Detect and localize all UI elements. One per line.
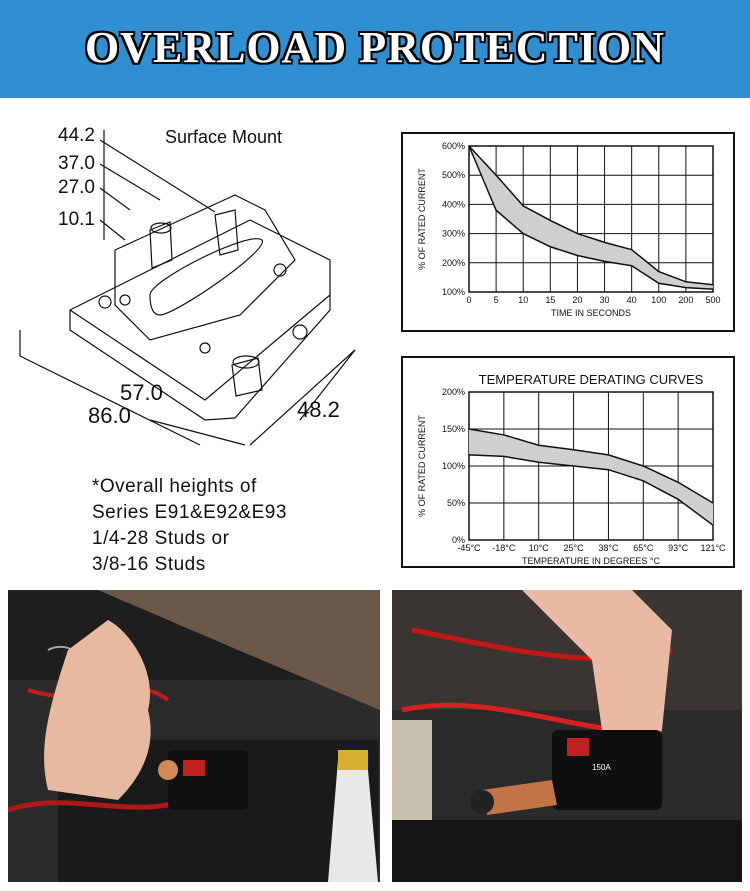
- x-tick-label: 100: [651, 295, 666, 305]
- dim-line: [19, 355, 201, 446]
- dim-line: [149, 419, 246, 446]
- note-line: 3/8-16 Studs: [92, 554, 206, 575]
- series-upper-line: [468, 145, 714, 286]
- derating-band: [469, 429, 713, 526]
- mount-hole: [119, 294, 131, 306]
- x-tick-label: 40: [627, 295, 637, 305]
- x-tick-label: 93°C: [668, 543, 689, 553]
- y-tick-label: 500%: [442, 170, 465, 180]
- mount-hole: [98, 295, 112, 309]
- right-photo-scene: 150A: [392, 590, 742, 882]
- dim-line: [299, 349, 356, 421]
- height-27-label: 27.0: [58, 177, 95, 198]
- ext-line: [99, 163, 161, 201]
- x-tick-label: 500: [705, 295, 720, 305]
- trip-curve-chart: 100% 200% 300% 400% 500% 600% 0 5 10 15 20 30 40 100 2…: [401, 132, 735, 332]
- dim-line: [249, 349, 356, 446]
- x-tick-label: 200: [678, 295, 693, 305]
- stud-bottom-cap: [232, 355, 260, 369]
- x-tick-label: -45°C: [457, 543, 481, 553]
- x-tick-label: 121°C: [700, 543, 726, 553]
- installation-photo-left: [8, 590, 380, 882]
- series-lower-line: [468, 145, 714, 290]
- x-tick-label: 10°C: [529, 543, 550, 553]
- y-tick-label: 300%: [442, 229, 465, 239]
- x-tick-label: 10: [518, 295, 528, 305]
- y-axis-label: % OF RATED CURRENT: [417, 415, 427, 517]
- title-banner: OVERLOAD PROTECTION: [0, 0, 750, 98]
- y-tick-label: 100%: [442, 287, 465, 297]
- x-tick-label: 0: [466, 295, 471, 305]
- x-axis-label: TEMPERATURE IN DEGREES °C: [522, 556, 660, 566]
- note-line: 1/4-28 Studs or: [92, 528, 230, 549]
- left-photo-scene: [8, 590, 380, 882]
- derating-svg: TEMPERATURE DERATING CURVES 0% 50% 100% 150%…: [417, 372, 726, 566]
- breaker-line-drawing: [19, 130, 356, 446]
- x-tick-label: 30: [600, 295, 610, 305]
- note-line: Series E91&E92&E93: [92, 502, 287, 523]
- ext-line: [99, 187, 131, 211]
- mount-hole: [199, 342, 211, 354]
- mount-hole: [273, 263, 287, 277]
- derating-band: [469, 146, 713, 290]
- y-axis-label: % OF RATED CURRENT: [417, 168, 427, 270]
- x-tick-label: 15: [545, 295, 555, 305]
- installation-photo-right: 150A: [392, 590, 742, 882]
- y-tick-label: 100%: [442, 461, 465, 471]
- series-upper-line: [468, 428, 714, 504]
- base-edge: [69, 294, 331, 401]
- x-tick-label: 65°C: [633, 543, 654, 553]
- width-inner-label: 57.0: [120, 380, 163, 405]
- ext-line: [99, 139, 216, 213]
- series-lower-line: [468, 454, 714, 526]
- y-tick-label: 200%: [442, 387, 465, 397]
- trip-curve-svg: 100% 200% 300% 400% 500% 600% 0 5 10 15 20 30 40 100 2…: [417, 141, 721, 318]
- breaker-rating: 150A: [592, 763, 611, 772]
- stud-top-cap: [150, 222, 172, 234]
- plot-frame: [468, 145, 714, 293]
- stud-bottom: [231, 357, 263, 397]
- stud-top: [149, 221, 173, 269]
- mount-hole: [292, 324, 308, 340]
- x-tick-label: 5: [494, 295, 499, 305]
- x-tick-label: 38°C: [598, 543, 619, 553]
- height-37-label: 37.0: [58, 153, 95, 174]
- height-10-label: 10.1: [58, 209, 95, 230]
- y-tick-label: 200%: [442, 258, 465, 268]
- chart-title: TEMPERATURE DERATING CURVES: [479, 372, 704, 387]
- banner-title: OVERLOAD PROTECTION: [84, 23, 666, 72]
- y-tick-label: 150%: [442, 424, 465, 434]
- y-tick-label: 50%: [447, 498, 465, 508]
- y-tick-label: 400%: [442, 199, 465, 209]
- note-line: *Overall heights of: [92, 476, 257, 497]
- reset-lever: [214, 209, 239, 256]
- x-axis-label: TIME IN SECONDS: [551, 308, 631, 318]
- heights-note: *Overall heights of Series E91&E92&E93 1…: [92, 474, 287, 578]
- height-44-label: 44.2: [58, 125, 95, 146]
- breaker-body: [114, 194, 296, 341]
- derating-chart: TEMPERATURE DERATING CURVES 0% 50% 100% 150%…: [401, 356, 735, 568]
- mount-label: Surface Mount: [165, 127, 283, 147]
- x-tick-label: 25°C: [564, 543, 585, 553]
- x-tick-label: -18°C: [492, 543, 516, 553]
- y-tick-label: 0%: [452, 535, 465, 545]
- body-highlight: [147, 235, 263, 305]
- base-plate: [69, 219, 331, 421]
- reset-slot: [149, 238, 263, 316]
- depth-label: 48.2: [297, 397, 340, 422]
- y-tick-label: 600%: [442, 141, 465, 151]
- x-tick-label: 20: [572, 295, 582, 305]
